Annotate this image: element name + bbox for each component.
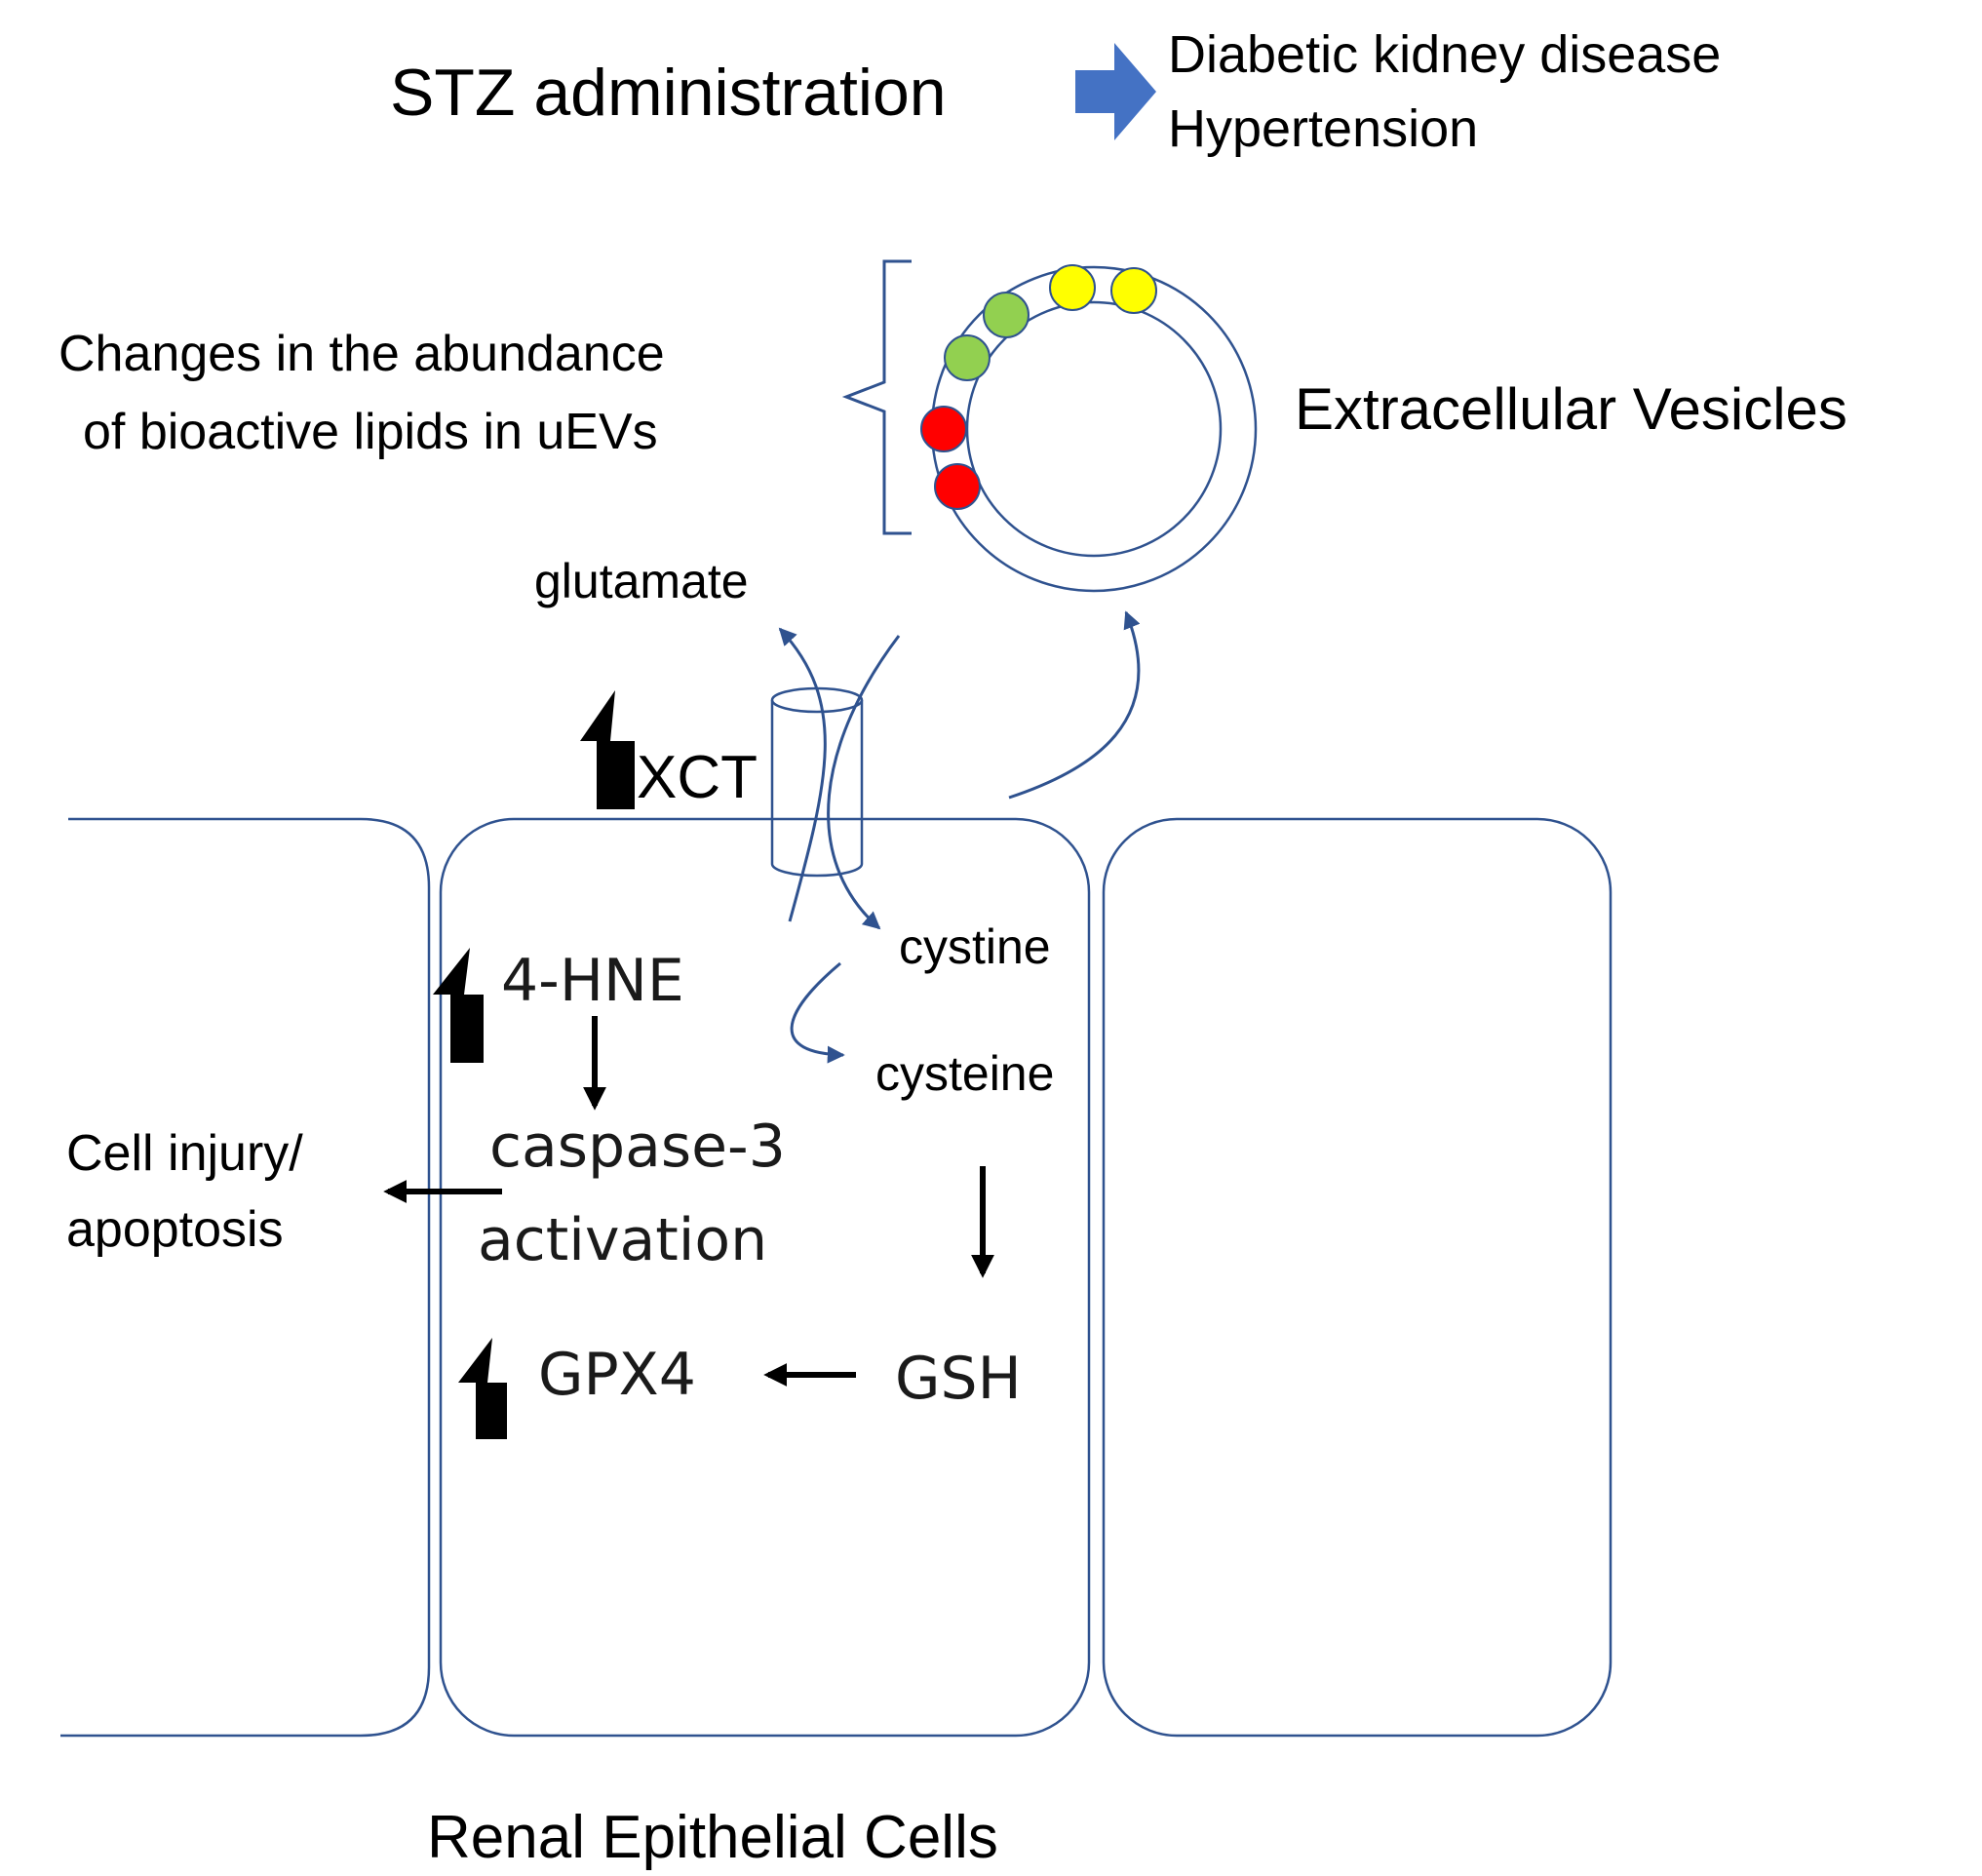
lipid-change-caption-line-2: of bioactive lipids in uEVs — [83, 404, 658, 460]
activation-label: activation — [478, 1206, 767, 1274]
4-hne-label: 4-HNE — [501, 947, 684, 1015]
block-arrow-icon — [1075, 43, 1156, 140]
gsh-label: GSH — [895, 1345, 1022, 1413]
extracellular-vesicles-label: Extracellular Vesicles — [1295, 376, 1847, 442]
apoptosis-label: apoptosis — [66, 1201, 284, 1258]
up-arrow-icon — [580, 690, 635, 809]
center-cell — [439, 817, 1091, 1738]
cystine-influx-arrow — [827, 635, 901, 930]
renal-epithelial-cells-label: Renal Epithelial Cells — [427, 1804, 998, 1871]
cystine-reduction-arrow — [790, 961, 845, 1064]
xct-label: XCT — [637, 744, 758, 811]
glutamate-efflux-arrow — [778, 627, 827, 922]
outcome-hypertension: Hypertension — [1168, 99, 1478, 158]
ev-release-arrow — [1008, 610, 1141, 800]
glutamate-label: glutamate — [534, 554, 749, 608]
left-cell — [60, 817, 431, 1738]
lipid-change-caption-line-1: Changes in the abundance — [58, 326, 665, 382]
lipid-dot-yellow — [1049, 264, 1096, 311]
cell-injury-label: Cell injury/ — [66, 1125, 303, 1182]
lipid-dot-yellow — [1110, 267, 1157, 314]
lipid-dot-red — [920, 406, 967, 452]
treatment-label: STZ administration — [390, 56, 947, 130]
lipid-dot-green — [983, 292, 1030, 338]
up-arrow-icon — [458, 1338, 507, 1439]
gpx4-label: GPX4 — [538, 1341, 696, 1409]
cystine-label: cystine — [899, 919, 1051, 974]
cysteine-label: cysteine — [875, 1046, 1054, 1101]
lipid-dot-red — [934, 463, 981, 510]
caption-bracket — [841, 259, 912, 535]
caspase-3-label: caspase-3 — [489, 1113, 786, 1181]
lipid-dot-green — [944, 334, 991, 381]
outcome-diabetic-kidney-disease: Diabetic kidney disease — [1168, 25, 1721, 84]
extracellular-vesicle — [920, 264, 1258, 593]
up-arrow-icon — [433, 948, 484, 1063]
right-cell — [1102, 817, 1613, 1738]
xct-transporter-icon — [770, 686, 864, 878]
